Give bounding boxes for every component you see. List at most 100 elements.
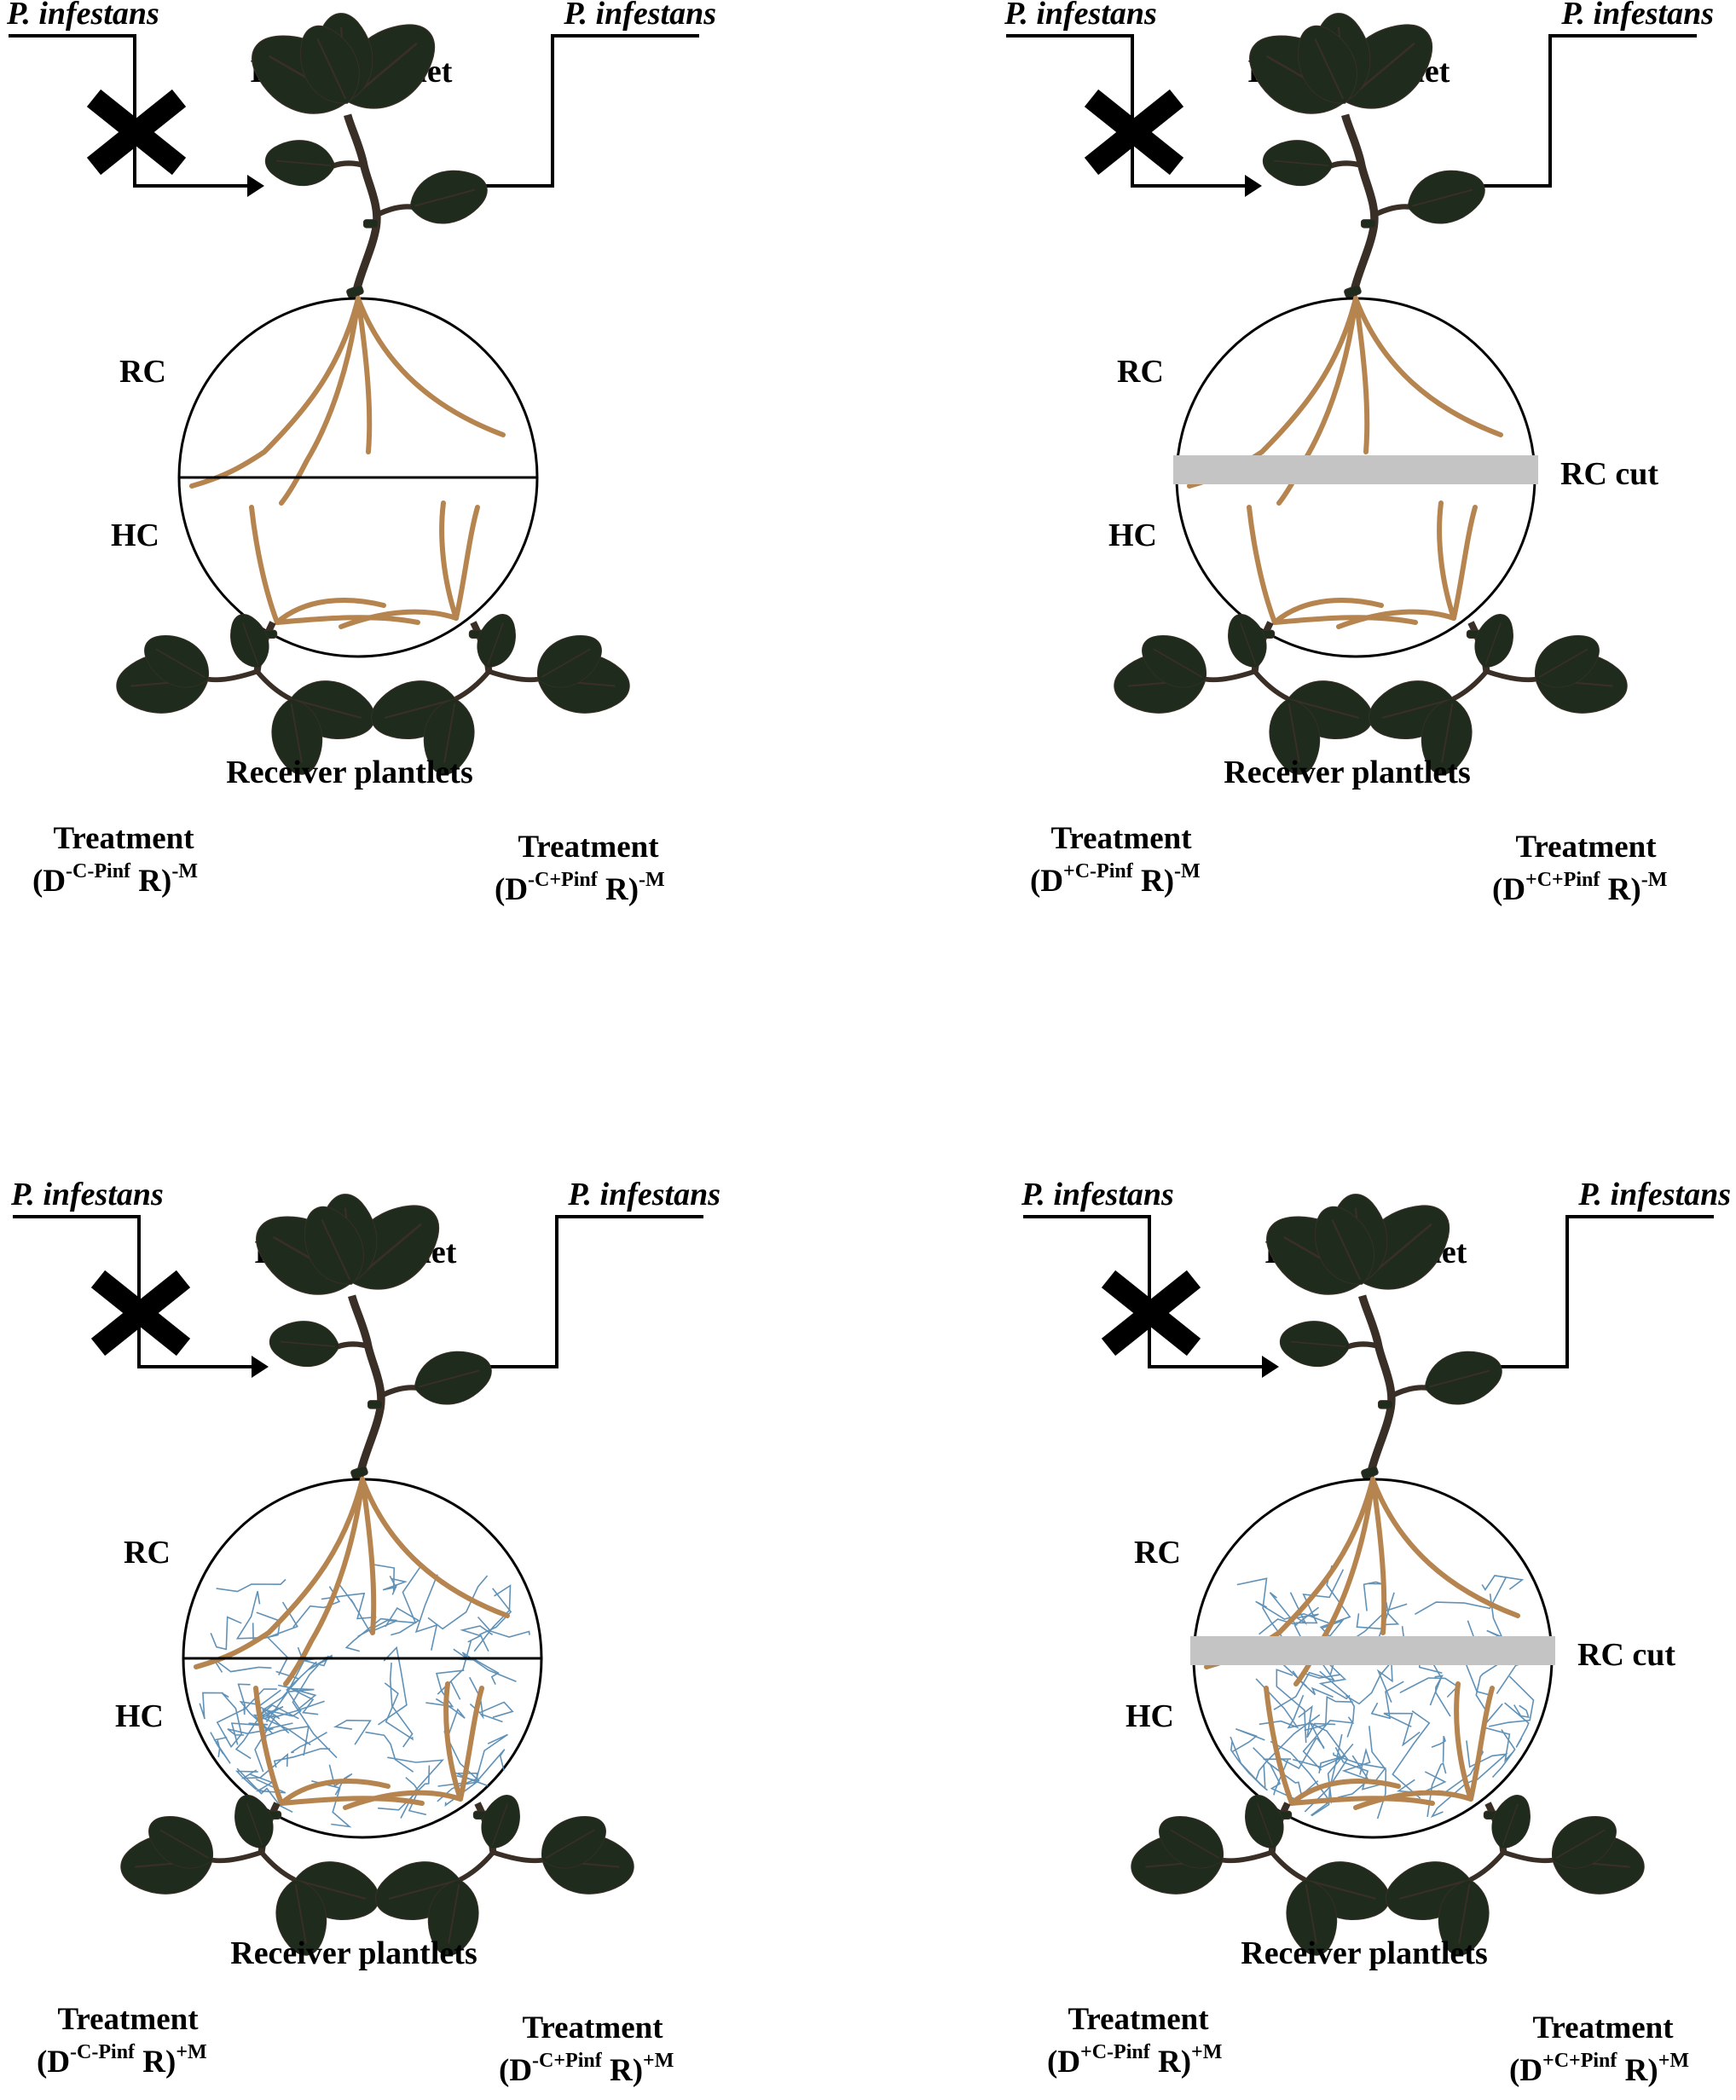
root xyxy=(1451,505,1478,621)
formula-open: (D xyxy=(1047,2045,1080,2080)
hypha xyxy=(378,1765,431,1811)
inoculation-line-left xyxy=(1023,1215,1262,1368)
hypha xyxy=(1276,1669,1307,1744)
hypha xyxy=(1333,1752,1387,1781)
formula-superscript-mycorrhiza: +M xyxy=(1658,2050,1689,2072)
inoculation-line-right xyxy=(1454,1215,1714,1368)
hypha xyxy=(222,1692,243,1748)
arrow-right-icon xyxy=(1262,1356,1279,1378)
receiver-roots xyxy=(249,500,480,629)
root xyxy=(279,296,361,506)
root xyxy=(1370,1477,1520,1618)
formula-superscript-mycorrhiza: -M xyxy=(1641,869,1668,891)
root xyxy=(1293,1477,1375,1686)
hypha xyxy=(365,1731,414,1773)
hypha xyxy=(1304,1696,1353,1732)
hypha xyxy=(292,1664,338,1759)
cross-icon xyxy=(90,1270,191,1357)
root xyxy=(275,598,386,625)
pathogen-label-right: P. infestans xyxy=(1560,0,1714,32)
hypha xyxy=(277,1684,319,1715)
hypha xyxy=(1475,1655,1511,1713)
hypha xyxy=(384,1682,414,1741)
formula-open: (D xyxy=(37,2045,70,2080)
hypha xyxy=(227,1727,274,1736)
hypha xyxy=(216,1578,286,1593)
formula-open: (D xyxy=(32,864,66,899)
pathogen-label-right: P. infestans xyxy=(563,0,716,32)
hypha xyxy=(477,1616,530,1638)
formula-superscript-donor: -C+Pinf xyxy=(528,869,599,891)
formula-close: R) xyxy=(1150,2045,1191,2080)
hc-label: HC xyxy=(1126,1698,1174,1734)
pathogen-label-right: P. infestans xyxy=(1577,1177,1731,1212)
hypha xyxy=(414,1574,438,1651)
cross-icon xyxy=(1084,89,1184,176)
hypha xyxy=(212,1657,272,1673)
donor-plantlet xyxy=(1235,6,1490,298)
hypha xyxy=(1232,1728,1265,1752)
hypha xyxy=(1481,1575,1525,1591)
inoculation-line-left xyxy=(13,1215,252,1368)
hypha xyxy=(1255,1600,1330,1624)
formula-superscript-donor: -C+Pinf xyxy=(532,2050,603,2072)
arrow-right-icon xyxy=(1245,175,1262,197)
hypha xyxy=(199,1692,223,1720)
hypha xyxy=(378,1646,408,1726)
hypha xyxy=(1273,1663,1336,1710)
hypha xyxy=(460,1625,494,1643)
formula-close: R) xyxy=(598,872,639,907)
treatment-label: Treatment xyxy=(522,2010,663,2045)
pathogen-label-left: P. infestans xyxy=(1021,1177,1174,1212)
treatment-formula: (D+C+Pinf R)+M xyxy=(1509,2050,1689,2088)
hypha xyxy=(443,1730,480,1807)
root xyxy=(189,296,361,489)
formula-open: (D xyxy=(1030,864,1063,899)
formula-superscript-mycorrhiza: +M xyxy=(643,2050,674,2072)
hypha xyxy=(468,1676,503,1723)
hypha xyxy=(1431,1735,1446,1762)
formula-open: (D xyxy=(499,2053,532,2088)
formula-superscript-donor: +C+Pinf xyxy=(1542,2050,1617,2072)
formula-superscript-donor: -C-Pinf xyxy=(66,860,131,882)
hypha xyxy=(1504,1702,1530,1748)
hypha xyxy=(237,1683,251,1715)
donor-roots xyxy=(194,1477,510,1686)
hypha xyxy=(273,1748,331,1768)
hypha xyxy=(427,1575,489,1630)
treatment-label: Treatment xyxy=(1068,2002,1209,2037)
formula-close: R) xyxy=(1617,2053,1658,2088)
root xyxy=(1272,598,1384,625)
receiver-plantlets-label: Receiver plantlets xyxy=(226,755,473,790)
rc-cut-label: RC cut xyxy=(1560,456,1658,492)
root xyxy=(275,615,420,625)
formula-superscript-donor: +C-Pinf xyxy=(1063,860,1134,882)
cross-icon xyxy=(86,89,187,176)
hypha xyxy=(1513,1704,1530,1719)
root xyxy=(439,500,459,621)
hypha xyxy=(1369,1726,1387,1819)
treatment-formula: (D-C+Pinf R)+M xyxy=(499,2050,674,2088)
treatment-label: Treatment xyxy=(1532,2010,1674,2045)
root xyxy=(1370,1477,1387,1635)
treatment-formula: (D-C-Pinf R)-M xyxy=(32,860,198,899)
hypha xyxy=(1399,1677,1459,1698)
hc-label: HC xyxy=(115,1698,164,1734)
root xyxy=(1353,1790,1473,1810)
pathogen-label-right: P. infestans xyxy=(567,1177,720,1212)
hypha xyxy=(1415,1576,1507,1615)
formula-close: R) xyxy=(135,2045,176,2080)
formula-superscript-donor: +C-Pinf xyxy=(1080,2041,1151,2063)
hypha xyxy=(357,1565,421,1638)
rc-label: RC xyxy=(119,354,166,390)
hypha xyxy=(1236,1577,1291,1648)
hypha xyxy=(216,1688,277,1747)
hypha xyxy=(1481,1703,1514,1763)
hypha xyxy=(235,1770,265,1793)
hypha xyxy=(1255,1678,1299,1729)
root xyxy=(1272,615,1418,625)
treatment-formula: (D-C+Pinf R)-M xyxy=(495,869,665,907)
hypha xyxy=(263,1661,317,1717)
